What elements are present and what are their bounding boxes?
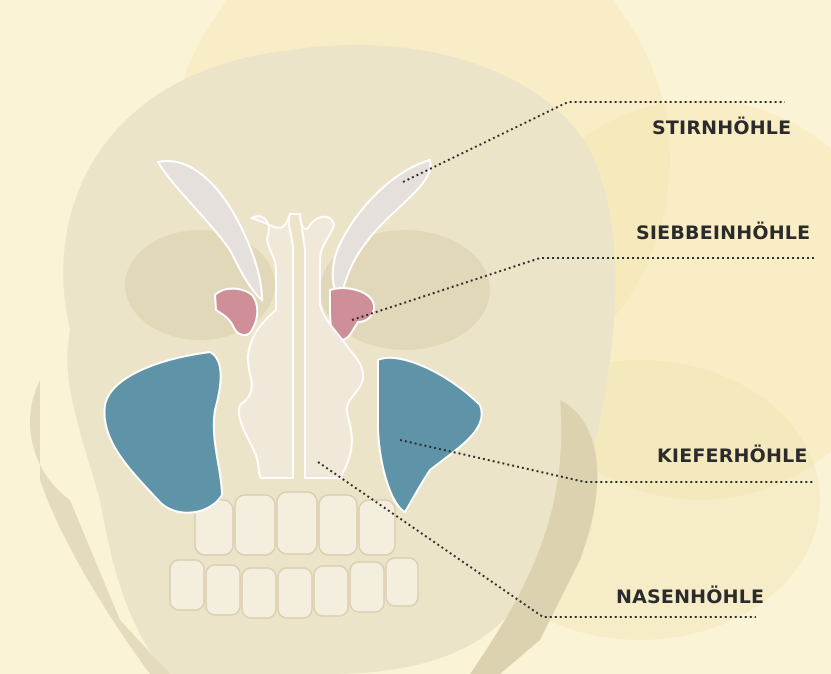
label-frontal-sinus: STIRNHÖHLE bbox=[652, 117, 791, 139]
label-maxillary-sinus: KIEFERHÖHLE bbox=[657, 445, 808, 467]
label-ethmoid-sinus: SIEBBEINHÖHLE bbox=[636, 222, 810, 244]
label-nasal-cavity: NASENHÖHLE bbox=[616, 586, 764, 608]
